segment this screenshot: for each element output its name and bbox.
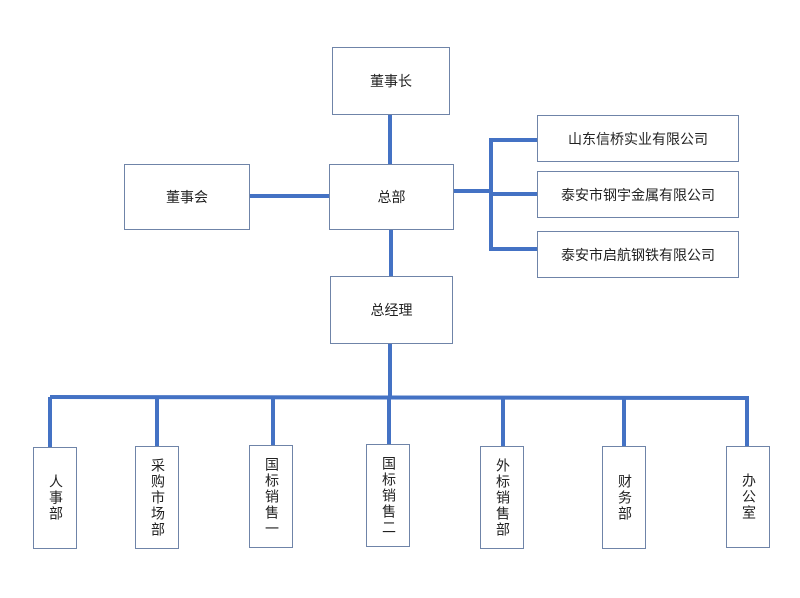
chairman-box: 董事长 [332, 47, 450, 115]
department-box-hr: 人事部 [33, 447, 77, 549]
subsidiary-3-box: 泰安市启航钢铁有限公司 [537, 231, 739, 278]
general-manager-box: 总经理 [330, 276, 453, 344]
connector-departments-bus [49, 395, 750, 400]
department-box-sales-1: 国标销售一 [249, 445, 293, 548]
department-box-office: 办公室 [726, 446, 770, 548]
headquarters-box: 总部 [329, 164, 454, 230]
department-box-sales-2: 国标销售二 [366, 444, 410, 547]
department-box-export-sales: 外标销售部 [480, 446, 524, 549]
subsidiary-1-box: 山东信桥实业有限公司 [537, 115, 739, 162]
department-box-purchasing: 采购市场部 [135, 446, 179, 549]
department-box-finance: 财务部 [602, 446, 646, 549]
subsidiary-2-box: 泰安市钢宇金属有限公司 [537, 171, 739, 218]
board-box: 董事会 [124, 164, 250, 230]
